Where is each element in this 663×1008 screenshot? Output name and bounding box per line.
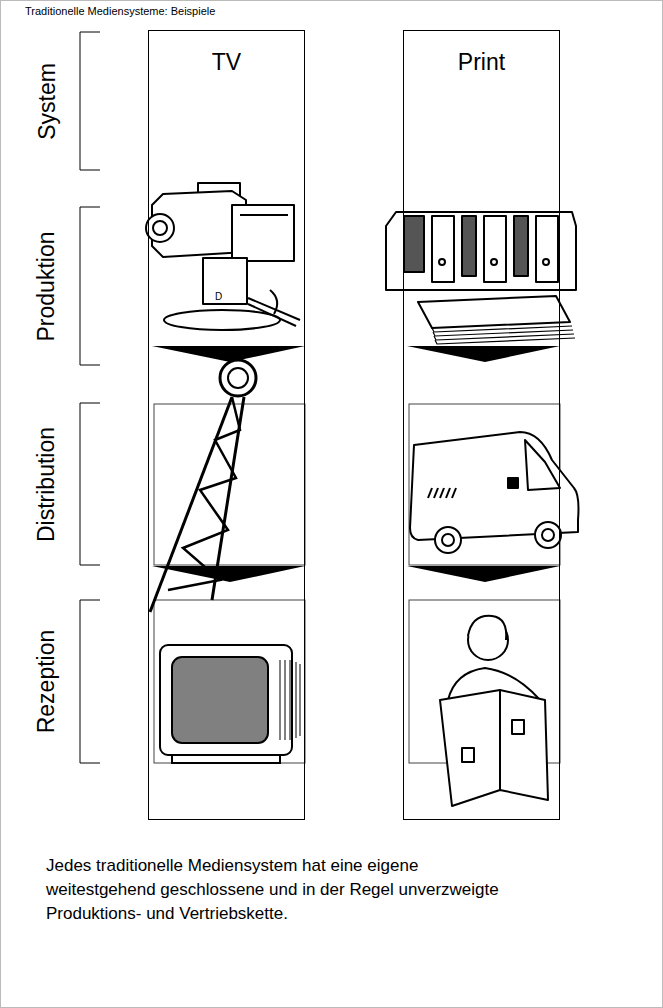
tower-drawing xyxy=(150,360,256,612)
stage-label: System xyxy=(34,63,61,140)
stage-label: Rezeption xyxy=(34,629,61,733)
reader-drawing xyxy=(440,616,548,806)
stage-bracket xyxy=(80,32,100,763)
van-drawing xyxy=(410,432,579,553)
figure-caption: Jedes traditionelle Mediensystem hat ein… xyxy=(46,854,526,926)
system-name: TV xyxy=(149,31,304,76)
stage-label: Produktion xyxy=(34,231,61,341)
television-drawing xyxy=(160,645,300,763)
press-drawing xyxy=(386,212,576,344)
system-column: Print xyxy=(403,30,560,820)
camera-drawing: D xyxy=(146,183,300,330)
figure-title: Traditionelle Mediensysteme: Beispiele xyxy=(25,5,215,17)
system-name: Print xyxy=(404,31,559,76)
svg-text:D: D xyxy=(215,291,222,302)
stage-label: Distribution xyxy=(34,426,61,541)
system-column: TV xyxy=(148,30,305,820)
